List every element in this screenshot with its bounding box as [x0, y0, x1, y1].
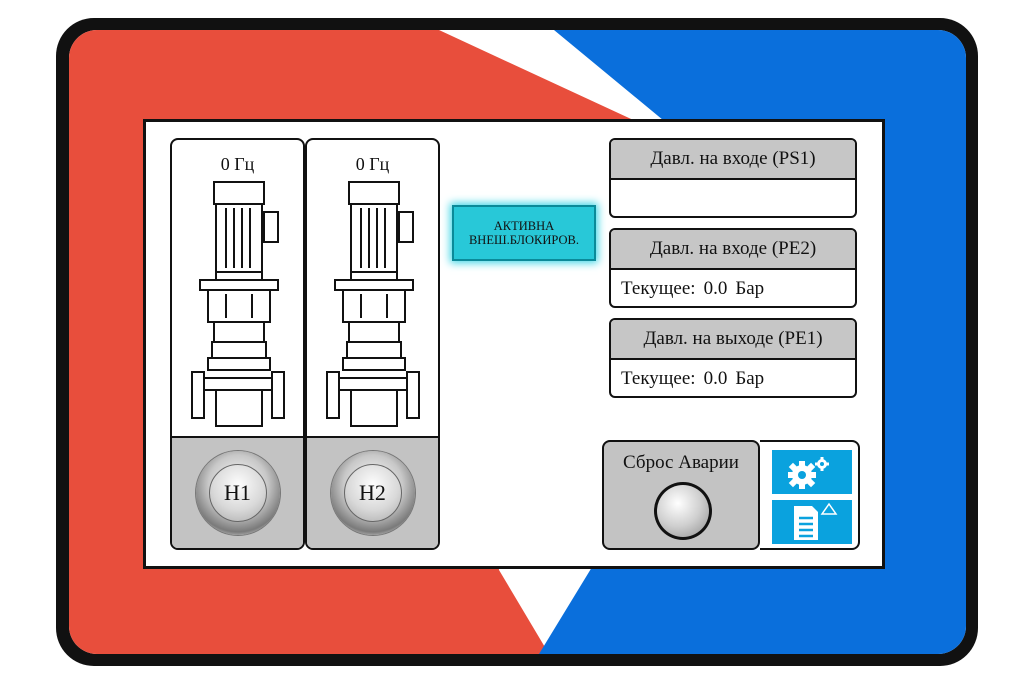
pressure-value-row: Текущее: 0.0 Бар [611, 270, 855, 306]
pressure-value: 0.0 [703, 278, 728, 299]
alarm-log-button[interactable] [772, 500, 852, 544]
pressure-unit: Бар [735, 368, 765, 389]
pressure-pe2: Давл. на входе (PE2) Текущее: 0.0 Бар [609, 228, 857, 308]
pressure-value-row [611, 180, 855, 216]
pressure-title: Давл. на входе (PS1) [611, 140, 855, 180]
pump-panel-2: 0 Гц Н2 [305, 138, 440, 550]
pump-button-area: Н2 [307, 436, 438, 548]
settings-button[interactable] [772, 450, 852, 494]
pressure-title: Давл. на выходе (PE1) [611, 320, 855, 360]
side-menu [760, 440, 860, 550]
pressure-label: Текущее: [621, 368, 696, 389]
pressure-ps1: Давл. на входе (PS1) [609, 138, 857, 218]
alarm-reset-panel: Сброс Аварии [602, 440, 760, 550]
document-alarm-icon [794, 502, 838, 540]
alarm-reset-button[interactable] [654, 482, 712, 540]
pressure-label: Текущее: [621, 278, 696, 299]
alarm-reset-label: Сброс Аварии [623, 452, 739, 473]
pressure-pe1: Давл. на выходе (PE1) Текущее: 0.0 Бар [609, 318, 857, 398]
pressure-value-row: Текущее: 0.0 Бар [611, 360, 855, 396]
pump-start-button[interactable]: Н2 [330, 451, 415, 535]
pump-button-label: Н1 [208, 464, 267, 522]
block-badge-line1: АКТИВНА [493, 219, 555, 233]
pressure-value: 0.0 [703, 368, 728, 389]
pump-start-button[interactable]: Н1 [195, 451, 280, 535]
pump-frequency: 0 Гц [220, 154, 255, 174]
pressure-unit: Бар [735, 278, 765, 299]
pump-button-label: Н2 [343, 464, 402, 522]
gears-icon [788, 457, 829, 489]
block-badge-line2: ВНЕШ.БЛОКИРОВ. [468, 233, 580, 247]
pressure-title: Давл. на входе (PE2) [611, 230, 855, 270]
external-block-indicator: АКТИВНА ВНЕШ.БЛОКИРОВ. [452, 205, 596, 261]
pump-frequency: 0 Гц [355, 154, 390, 174]
pump-button-area: Н1 [172, 436, 303, 548]
pump-icon [191, 181, 285, 427]
pump-icon [326, 181, 420, 427]
pump-panel-1: 0 Гц Н1 [170, 138, 305, 550]
